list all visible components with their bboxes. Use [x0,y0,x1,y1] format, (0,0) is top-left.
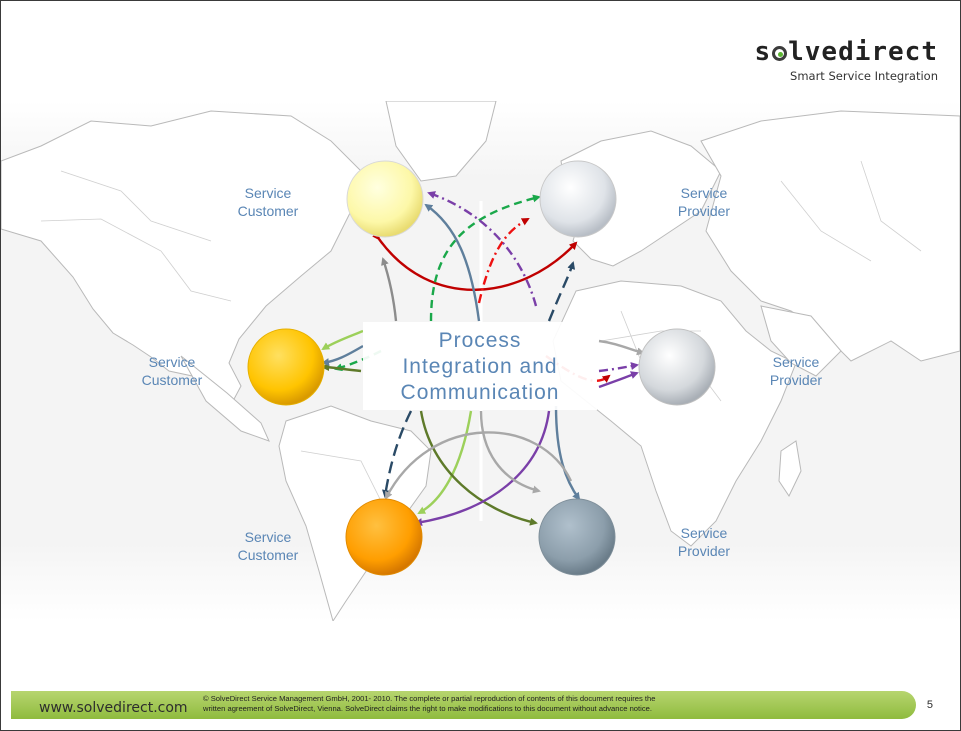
provider-node-middle [638,328,716,406]
page-number: 5 [926,699,933,711]
process-integration-title: Process Integration and Communication [363,322,597,410]
customer-node-middle [247,328,325,406]
website-link[interactable]: www.solvedirect.com [39,700,188,716]
provider-node-top [539,160,617,238]
logo-tagline: Smart Service Integration [790,69,938,83]
footer-bar: www.solvedirect.com © SolveDirect Servic… [11,691,933,719]
logo-target-icon [772,46,788,61]
provider-node-bottom [538,498,616,576]
customer-node-bottom [345,498,423,576]
copyright-notice: © SolveDirect Service Management GmbH, 2… [203,694,656,713]
customer-node-top [346,160,424,238]
